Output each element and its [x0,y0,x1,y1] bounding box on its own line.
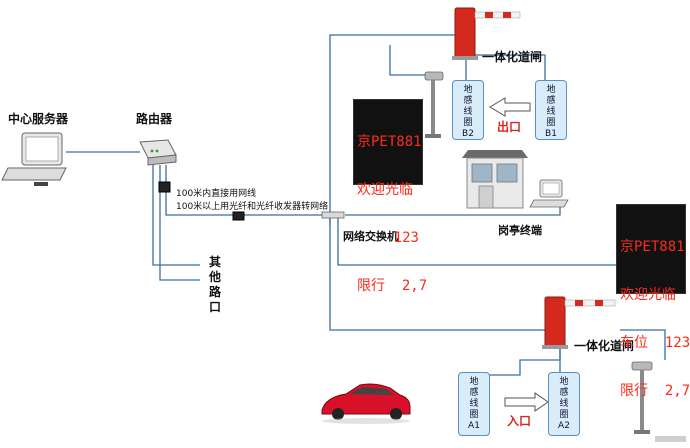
network-switch-label: 网络交换机 [343,230,398,243]
transceiver-icon-2 [232,211,245,221]
led-right-line-2: 欢迎光临 [620,287,676,303]
network-switch-icon [321,211,345,219]
camera-bottom-icon [631,361,653,434]
led-right-line-3: 车位 123 [620,335,690,351]
wire-switch-booth [345,205,561,216]
sensor-loop-b1: 地 感 线 圈 B1 [535,80,567,140]
gate-top-label: 一体化道闸 [482,50,543,64]
sensor-a1-line-1: 地 [469,377,479,387]
sensor-loop-a2: 地 感 线 圈 A2 [548,372,580,436]
wire-switch-gate-top [329,34,455,215]
connection-wires [66,34,666,376]
exit-label: 出口 [497,120,522,134]
sensor-b1-code: B1 [545,129,557,139]
sensor-a1-line-2: 感 [469,388,479,398]
other-crossings-char-2: 他 [208,270,221,284]
sensor-a2-line-4: 圈 [559,410,569,420]
other-crossings-char-1: 其 [208,255,221,269]
sensor-b1-line-3: 线 [546,107,556,117]
led-top-line-2: 欢迎光临 [357,182,413,198]
wire-router-other-1 [159,165,200,281]
router-icon [139,139,177,166]
sensor-a2-code: A2 [558,421,570,431]
sensor-loop-a1: 地 感 线 圈 A1 [458,372,490,436]
other-crossings-char-3: 路 [208,285,221,299]
barrier-gate-top-icon [452,7,521,60]
guard-booth-icon [462,150,528,209]
led-top-line-extra: 123 [393,230,419,246]
cable-note-2: 100米以上用光纤和光纤收发器转网络 [176,202,329,212]
sensor-a1-line-4: 圈 [469,410,479,420]
wire-switch-gate-bottom [329,215,545,331]
booth-terminal-label: 岗亭终端 [498,224,542,237]
led-top-line-3: 限行 2,7 [357,278,428,294]
car-icon [321,383,411,424]
sensor-b2-line-3: 线 [463,107,473,117]
sensor-a2-line-2: 感 [559,388,569,398]
sensor-b2-code: B2 [462,129,474,139]
sensor-b2-line-2: 感 [463,96,473,106]
sensor-a2-line-1: 地 [559,377,569,387]
sensor-b1-line-2: 感 [546,96,556,106]
cable-note-1: 100米内直接用网线 [176,189,257,199]
entrance-arrow-icon [504,392,549,412]
sensor-b2-line-1: 地 [463,85,473,95]
entrance-label: 入口 [507,414,532,428]
barrier-gate-bottom-icon [542,296,616,349]
sensor-a2-line-3: 线 [559,399,569,409]
wire-gate-camera-bottom [620,329,666,360]
transceiver-icon-1 [158,181,171,193]
booth-terminal-computer-icon [529,179,569,208]
sensor-a1-code: A1 [468,421,480,431]
sensor-a1-line-3: 线 [469,399,479,409]
led-top-line-1: 京PET881 [357,134,422,150]
other-crossings-char-4: 口 [208,300,221,314]
sensor-b1-line-1: 地 [546,85,556,95]
wire-router-other-2 [152,165,200,266]
central-server-label: 中心服务器 [8,112,69,126]
led-display-right: 京PET881 欢迎光临 车位 123 限行 2,7 [616,204,690,399]
gate-bottom-label: 一体化道闸 [574,339,635,353]
wire-switch-led-right [337,215,620,266]
server-computer-icon [1,132,67,186]
router-label: 路由器 [136,112,173,126]
led-display-top: 京PET881 欢迎光临 123 限行 2,7 [353,99,427,294]
exit-arrow-icon [489,97,531,117]
led-right-line-4: 限行 2,7 [620,383,690,399]
ground-strip [655,436,686,442]
sensor-b1-line-4: 圈 [546,118,556,128]
sensor-b2-line-4: 圈 [463,118,473,128]
wire-camera-top [389,45,430,76]
led-right-line-1: 京PET881 [620,239,685,255]
other-crossings-label: 其 他 路 口 [208,255,222,315]
wire-gate-b1 [470,54,546,80]
camera-top-icon [424,71,444,138]
sensor-loop-b2: 地 感 线 圈 B2 [452,80,484,140]
